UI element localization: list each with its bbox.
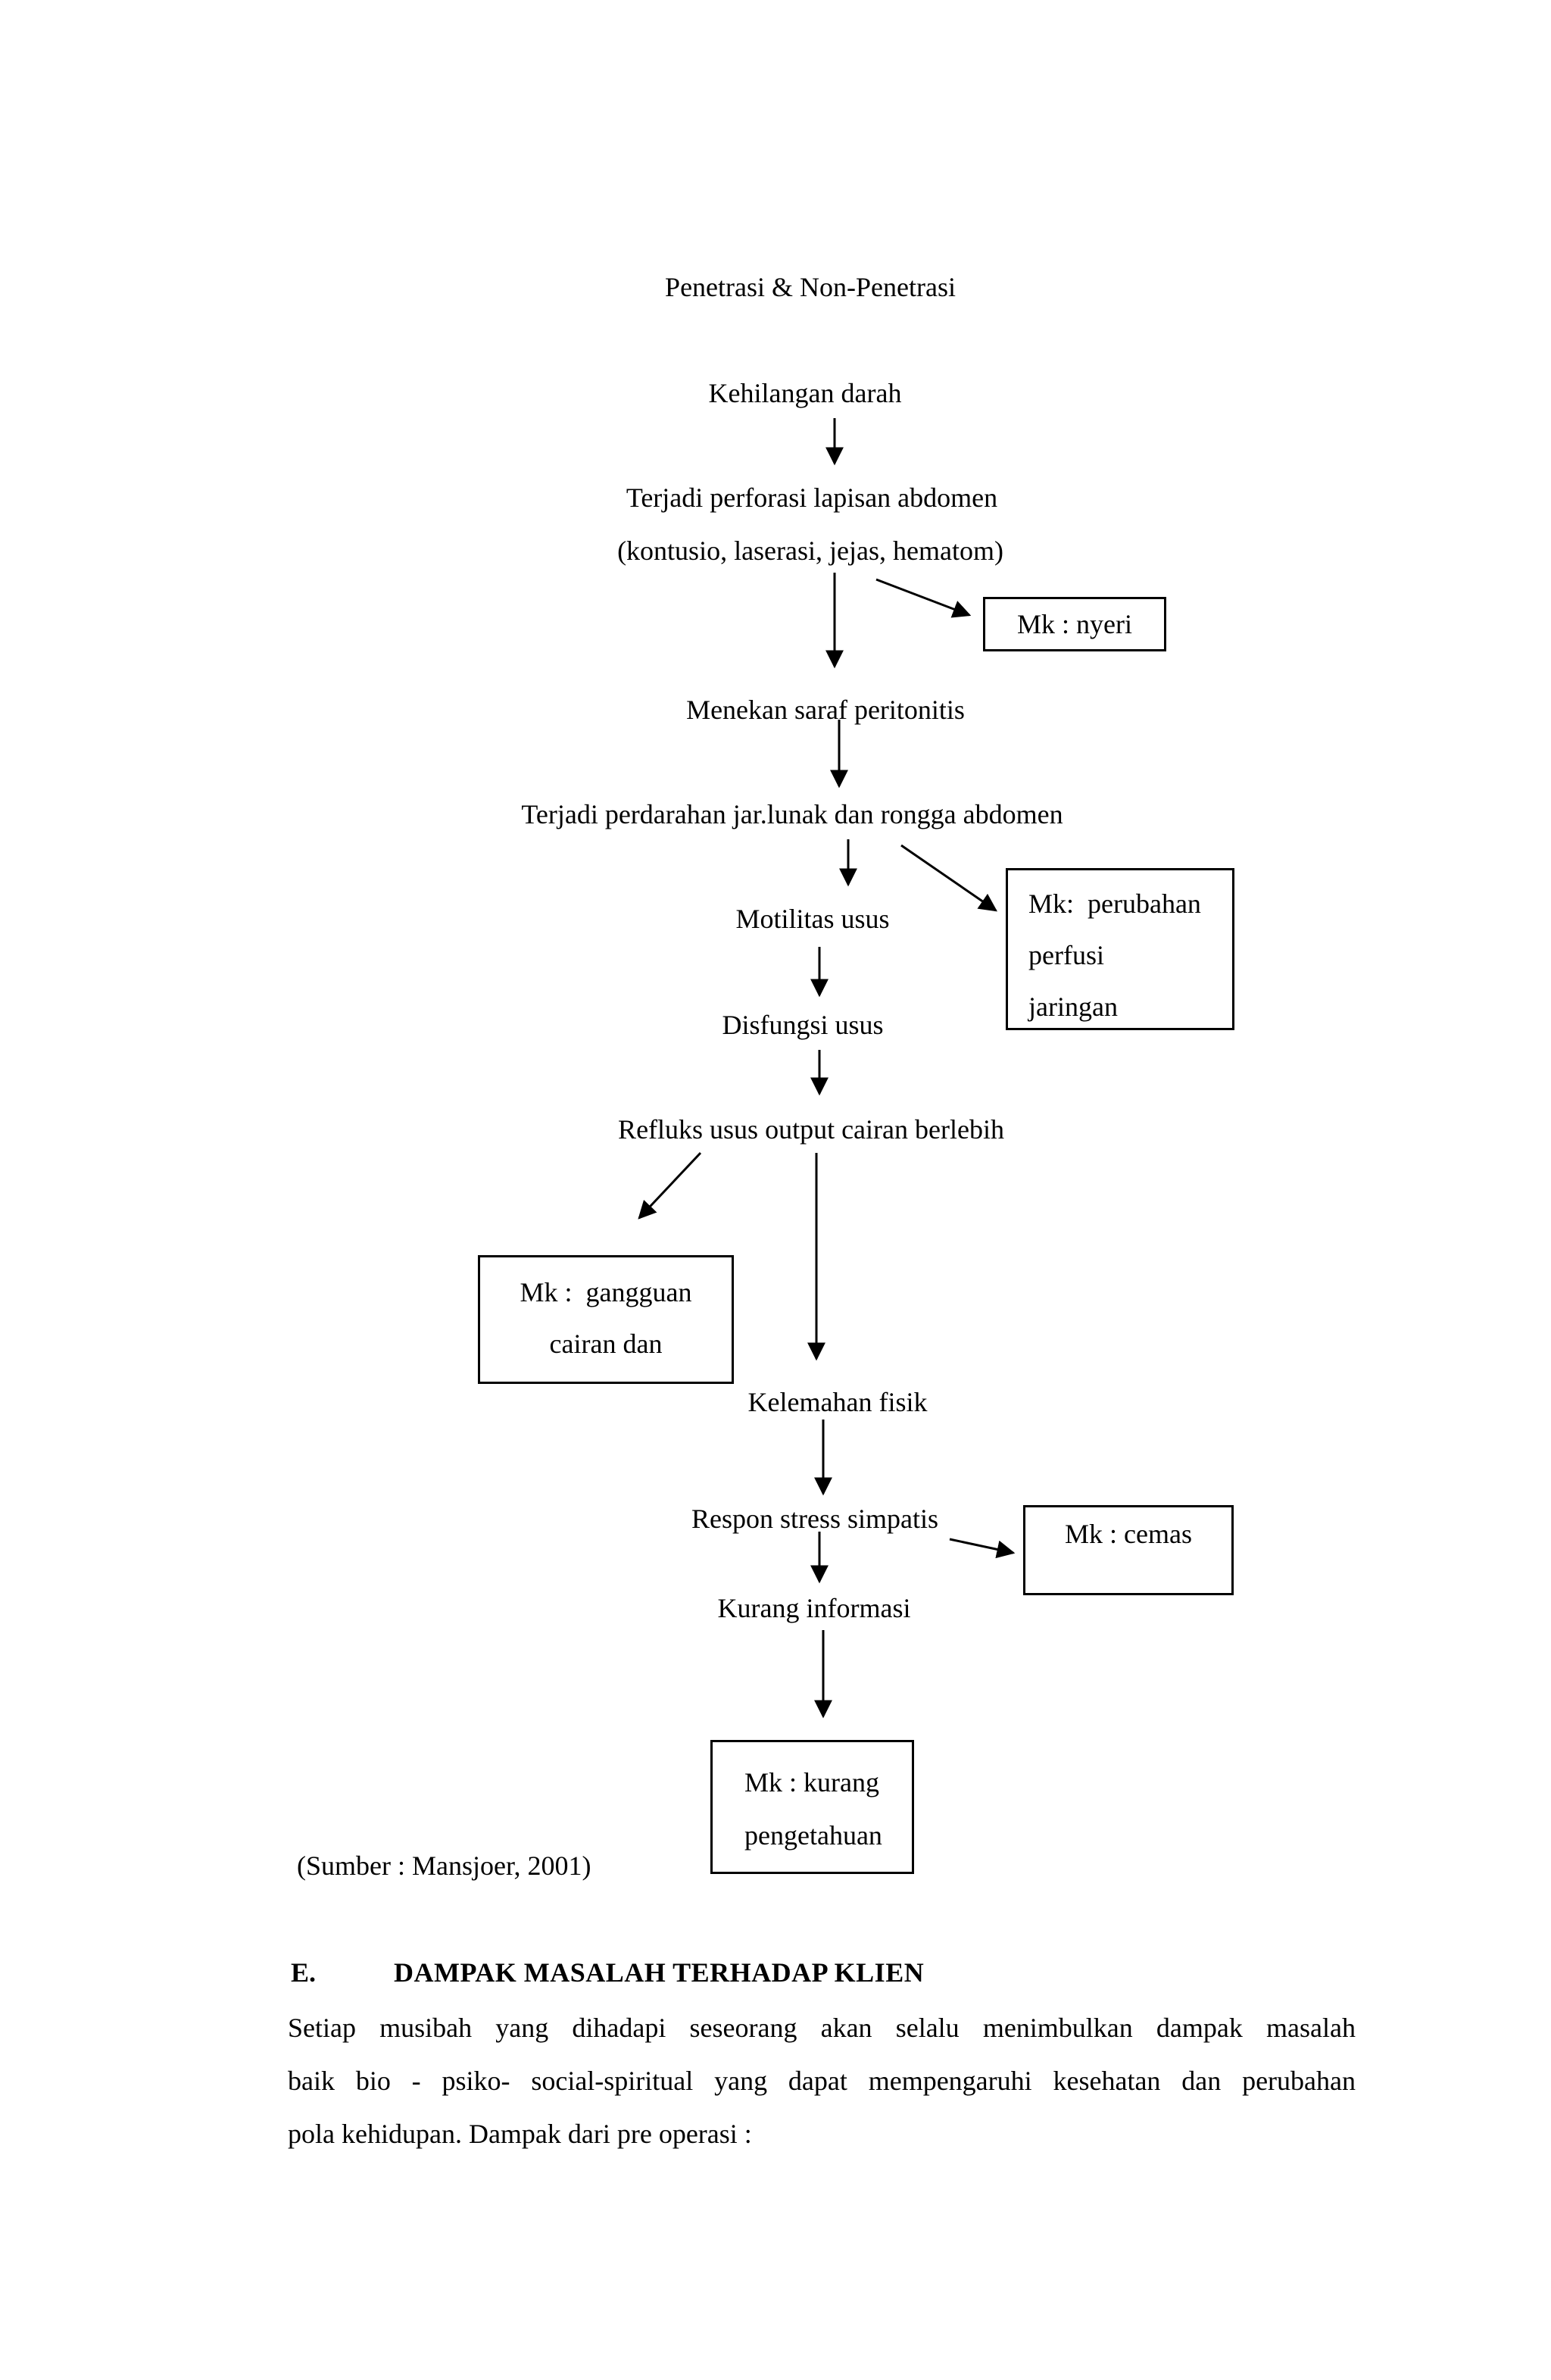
mk-box-gangguan-line1: Mk : gangguan — [520, 1277, 692, 1307]
node-motilitas-usus: Motilitas usus — [735, 904, 890, 934]
arrow-refluks-to-mk-gangguan — [638, 1151, 702, 1220]
diagram-title: Penetrasi & Non-Penetrasi — [665, 272, 956, 302]
mk-box-perfusi-line3: jaringan — [1028, 992, 1118, 1022]
section-paragraph: Setiap musibah yang dihadapi seseorang a… — [288, 2001, 1356, 2160]
source-note: (Sumber : Mansjoer, 2001) — [297, 1851, 591, 1881]
node-perforasi-line2: (kontusio, laserasi, jejas, hematom) — [617, 536, 1003, 566]
mk-box-pengetahuan: Mk : kurang pengetahuan — [710, 1740, 914, 1874]
mk-box-perfusi-line2: perfusi — [1028, 940, 1104, 970]
arrow-perdarahan-to-mk-perfusi — [900, 844, 997, 912]
mk-box-cemas: Mk : cemas — [1023, 1505, 1234, 1595]
mk-box-nyeri: Mk : nyeri — [983, 597, 1166, 651]
arrow-perforasi-to-mk-nyeri — [875, 578, 972, 618]
section-label: E. — [291, 1957, 317, 1988]
paragraph-line: Setiap musibah yang dihadapi seseorang a… — [288, 2013, 1356, 2043]
node-kelemahan-fisik: Kelemahan fisik — [747, 1387, 928, 1417]
mk-box-cemas-label: Mk : cemas — [1065, 1519, 1192, 1549]
node-disfungsi-usus: Disfungsi usus — [722, 1010, 884, 1040]
mk-box-pengetahuan-line2: pengetahuan — [744, 1820, 882, 1851]
node-kurang-informasi: Kurang informasi — [717, 1593, 911, 1623]
node-respon-stress: Respon stress simpatis — [691, 1504, 939, 1534]
paragraph-line: pola kehidupan. Dampak dari pre operasi … — [288, 2119, 752, 2149]
mk-box-nyeri-label: Mk : nyeri — [1017, 609, 1132, 639]
mk-box-gangguan-line2: cairan dan — [549, 1329, 663, 1359]
mk-box-pengetahuan-line1: Mk : kurang — [744, 1767, 879, 1797]
paragraph-line: baik bio - psiko- social-spiritual yang … — [288, 2066, 1356, 2096]
node-perforasi-line1: Terjadi perforasi lapisan abdomen — [626, 483, 998, 513]
mk-box-perfusi: Mk: perubahan perfusi jaringan — [1006, 868, 1234, 1030]
node-menekan-saraf: Menekan saraf peritonitis — [686, 695, 965, 725]
arrow-respon-to-mk-cemas — [949, 1538, 1016, 1559]
mk-box-perfusi-line1: Mk: perubahan — [1028, 889, 1201, 919]
node-perdarahan: Terjadi perdarahan jar.lunak dan rongga … — [521, 799, 1063, 829]
section-heading: DAMPAK MASALAH TERHADAP KLIEN — [394, 1957, 925, 1988]
mk-box-gangguan: Mk : gangguan cairan dan — [478, 1255, 734, 1384]
node-kehilangan-darah: Kehilangan darah — [708, 378, 902, 408]
node-refluks: Refluks usus output cairan berlebih — [618, 1114, 1004, 1145]
